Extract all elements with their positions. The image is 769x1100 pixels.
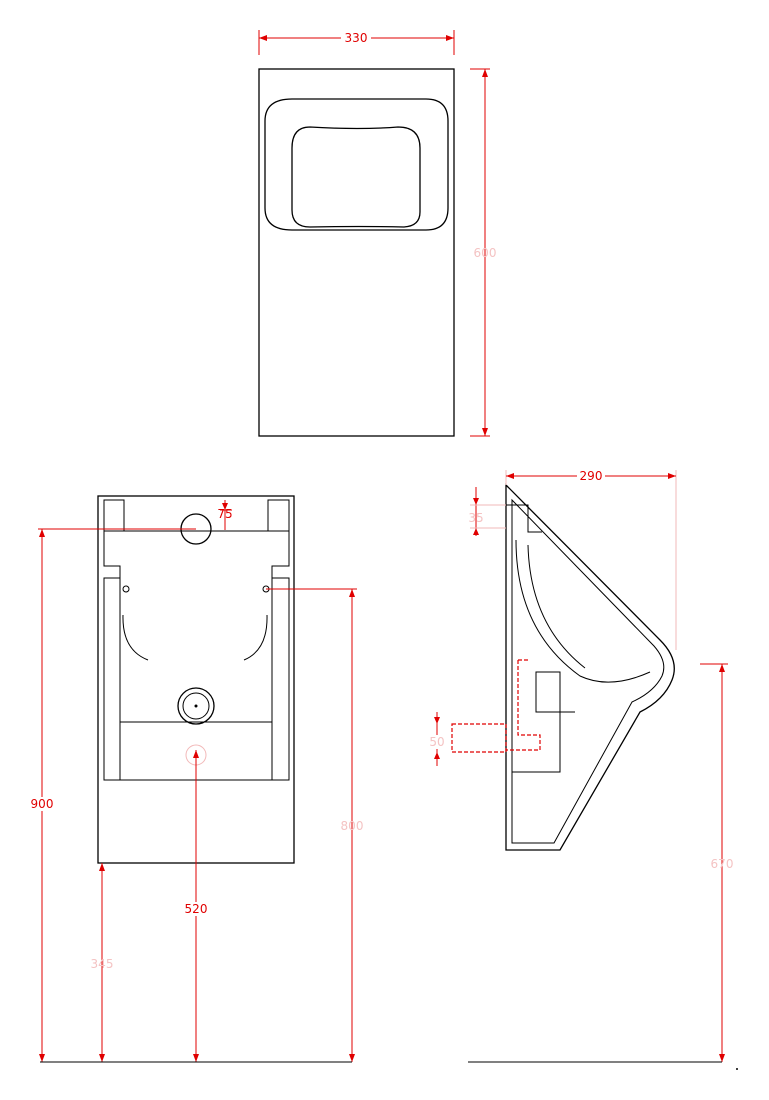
- dim-side-670: 670: [700, 663, 734, 1062]
- front-left-bracket-hole: [122, 585, 130, 593]
- side-trap-wall: [512, 712, 561, 773]
- dim-label-side-50: 50: [429, 735, 444, 749]
- side-bowl-inner: [527, 544, 586, 669]
- front-outlet-center: [194, 704, 198, 708]
- dim-label-side-35: 35: [468, 511, 483, 525]
- side-top-bracket: [506, 504, 542, 533]
- top-view-outline: [258, 68, 455, 437]
- dim-label-top-height: 600: [474, 246, 497, 260]
- front-right-wall: [271, 531, 290, 781]
- dim-front-520: 520: [182, 750, 210, 1062]
- dim-label-side-670: 670: [711, 857, 734, 871]
- dim-label-front-900: 900: [31, 797, 54, 811]
- top-view-bowl-outer: [264, 98, 449, 231]
- dim-front-900: 900: [28, 528, 196, 1062]
- dim-front-75: 75: [217, 500, 233, 530]
- top-view: 330 600: [258, 30, 497, 437]
- front-right-top-pocket: [267, 499, 290, 532]
- side-trap-top: [535, 671, 561, 713]
- dim-label-top-width: 330: [345, 31, 368, 45]
- front-right-curve: [243, 614, 268, 661]
- dim-front-800: 800: [266, 588, 364, 1062]
- side-bowl-curve: [515, 539, 651, 683]
- dim-front-345: 345: [91, 863, 114, 1062]
- side-outer-shell: [505, 483, 675, 851]
- side-outlet-pipe: [451, 723, 507, 753]
- front-left-wall: [103, 531, 121, 781]
- front-left-top-pocket: [103, 499, 125, 532]
- dim-side-35: 35: [468, 487, 506, 536]
- dim-side-290: 290: [505, 468, 677, 650]
- side-inner-shell: [511, 498, 665, 844]
- dim-top-width: 330: [258, 30, 455, 55]
- dim-label-side-290: 290: [580, 469, 603, 483]
- dim-label-front-345: 345: [91, 957, 114, 971]
- front-outlet-inner: [182, 692, 210, 720]
- front-view: 900 75 800 520: [28, 495, 364, 1063]
- front-outlet-outer: [177, 687, 215, 725]
- dim-label-front-75: 75: [217, 507, 232, 521]
- dim-top-height: 600: [470, 68, 497, 437]
- dim-side-50: 50: [425, 712, 449, 766]
- dim-label-front-800: 800: [341, 819, 364, 833]
- side-view: 290 35 50 670: [425, 468, 738, 1070]
- top-view-bowl-inner: [291, 126, 421, 228]
- front-left-curve: [122, 614, 149, 661]
- side-outlet-hidden: [506, 660, 541, 751]
- dim-label-front-520: 520: [185, 902, 208, 916]
